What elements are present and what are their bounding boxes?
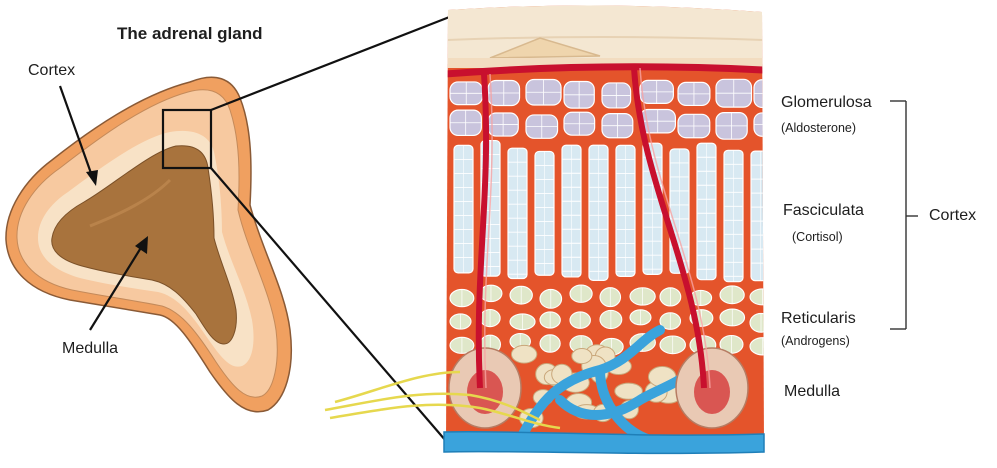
glomerulosa-cell-cluster xyxy=(526,115,558,138)
reticularis-cell-cluster xyxy=(450,289,474,306)
fasciculata-column xyxy=(724,150,743,281)
label-androgens: (Androgens) xyxy=(781,335,850,348)
central-vein xyxy=(444,432,764,454)
fasciculata-column xyxy=(454,145,473,272)
reticularis-cell-cluster xyxy=(540,312,560,328)
label-glomerulosa: Glomerulosa xyxy=(781,95,872,111)
chromaffin-cell-cluster xyxy=(511,345,536,363)
diagram-title: The adrenal gland xyxy=(117,25,262,42)
reticularis-cell-cluster xyxy=(660,288,681,306)
adrenal-gland-outline xyxy=(6,77,291,412)
glomerulosa-cell-cluster xyxy=(526,79,561,105)
label-cortex-bracket: Cortex xyxy=(929,208,976,224)
arterial-plexus xyxy=(676,348,748,428)
tissue-section xyxy=(440,0,786,460)
reticularis-cell-cluster xyxy=(600,310,622,328)
reticularis-cell-cluster xyxy=(630,310,651,325)
reticularis-cell-cluster xyxy=(510,286,532,304)
chromaffin-cell-cluster xyxy=(572,348,592,363)
reticularis-cell-cluster xyxy=(720,286,744,304)
reticularis-cell-cluster xyxy=(600,288,621,307)
fasciculata-column xyxy=(751,151,770,280)
glomerulosa-cell-cluster xyxy=(488,80,520,105)
reticularis-cell-cluster xyxy=(570,312,590,328)
glomerulosa-cell-cluster xyxy=(678,82,710,105)
glomerulosa-cell-cluster xyxy=(716,113,747,140)
capsule xyxy=(446,3,764,64)
fasciculata-column xyxy=(535,151,554,275)
glomerulosa-cell-cluster xyxy=(450,82,482,105)
fasciculata-column xyxy=(589,145,608,280)
label-cortex: Cortex xyxy=(28,63,75,79)
label-medulla: Medulla xyxy=(62,341,118,357)
fasciculata-column xyxy=(562,145,581,277)
label-cortisol: (Cortisol) xyxy=(792,231,843,244)
reticularis-cell-cluster xyxy=(450,314,471,329)
reticularis-cell-cluster xyxy=(480,309,500,326)
glomerulosa-cell-cluster xyxy=(678,114,710,137)
label-medulla-zone: Medulla xyxy=(784,384,840,400)
reticularis-cell-cluster xyxy=(540,335,560,352)
reticularis-cell-cluster xyxy=(660,336,685,354)
reticularis-cell-cluster xyxy=(540,289,562,308)
label-reticularis: Reticularis xyxy=(781,311,856,327)
glomerulosa-cell-cluster xyxy=(564,112,595,135)
glomerulosa-cell-cluster xyxy=(564,81,594,108)
glomerulosa-cell-cluster xyxy=(602,83,631,108)
reticularis-cell-cluster xyxy=(510,314,535,330)
glomerulosa-cell-cluster xyxy=(602,114,633,138)
label-aldosterone: (Aldosterone) xyxy=(781,122,856,135)
reticularis-cell-cluster xyxy=(480,285,502,301)
reticularis-cell-cluster xyxy=(630,288,655,305)
reticularis-cell-cluster xyxy=(720,309,745,326)
glomerulosa-cell-cluster xyxy=(754,113,783,136)
cortex-bracket xyxy=(890,101,918,329)
reticularis-cell-cluster xyxy=(570,285,592,302)
glomerulosa-cell-cluster xyxy=(450,110,481,135)
fasciculata-column xyxy=(697,143,716,279)
fasciculata-column xyxy=(508,148,527,278)
label-fasciculata: Fasciculata xyxy=(783,203,864,219)
glomerulosa-cell-cluster xyxy=(640,80,673,103)
reticularis-cell-cluster xyxy=(750,289,775,305)
glomerulosa-cell-cluster xyxy=(716,79,752,107)
reticularis-cell-cluster xyxy=(750,338,775,355)
reticularis-cell-cluster xyxy=(750,313,772,332)
fasciculata-column xyxy=(616,145,635,276)
reticularis-layer xyxy=(450,285,775,355)
